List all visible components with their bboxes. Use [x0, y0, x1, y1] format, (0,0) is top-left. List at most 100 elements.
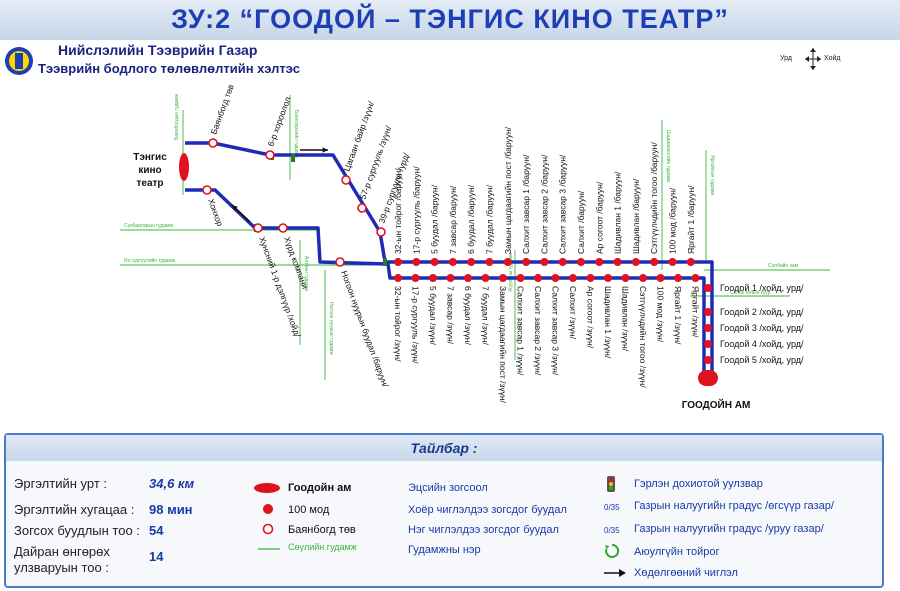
bus-stop-marker [621, 274, 630, 282]
bus-stop-marker [394, 258, 402, 266]
title-banner [0, 0, 900, 40]
bus-stop-marker [448, 258, 457, 266]
bus-stop-label: Хонхор [206, 197, 225, 228]
bus-stop-marker [704, 340, 712, 348]
street-name-label: Сэлбийн зам [768, 262, 799, 269]
legend-hollow-stop-label: Баянбогд төв [288, 524, 356, 536]
street-line-icon [258, 548, 280, 550]
bus-stop-marker [208, 138, 218, 148]
bus-stop-label: Салхит завсар 2 /баруун/ [539, 154, 549, 254]
bus-stop-label: Ар согоот /баруун/ [594, 181, 604, 254]
bus-stop-marker [551, 274, 560, 282]
red-stop-icon [263, 504, 273, 514]
roundabout-icon [605, 543, 620, 558]
street-name-label: Их сургуулийн гудамж [124, 257, 176, 264]
bus-stop-label: Гоодой 4 /хойд, урд/ [720, 339, 804, 349]
end-terminal-label: ГООДОЙН АМ [682, 398, 751, 411]
bus-stop-marker [516, 274, 525, 282]
route-length-value: 34,6 км [149, 476, 195, 491]
route-length-label: Эргэлтийн урт : [14, 476, 107, 491]
bus-stop-marker [202, 185, 212, 195]
bus-stop-marker [650, 258, 659, 266]
street-name-label: Сэлбэ голын гүүр [730, 290, 771, 296]
hollow-stop-icon [262, 523, 274, 535]
svg-text:0/35: 0/35 [604, 526, 620, 535]
bus-stop-marker [613, 258, 622, 266]
compass-east-label: Хойд [824, 55, 841, 62]
legend-street-desc: Гудамжны нэр [408, 544, 481, 556]
route-time-value: 98 мин [149, 502, 193, 517]
bus-stop-label: Сэтгүүлчдийн тогоо /зүүн/ [638, 286, 648, 388]
street-name-label: Шадивлангийн гудамж [665, 130, 672, 183]
legend-slope-up-desc: Газрын налуугийн градус /өгсүүр газар/ [634, 500, 834, 512]
org-department: Тээврийн бодлого төлөвлөлтийн хэлтэс [38, 61, 300, 76]
bus-stop-marker [394, 274, 402, 282]
slope-up-icon: 0/35 [604, 503, 620, 512]
bus-stop-label: 6 буудал /баруун/ [466, 184, 476, 254]
legend-panel: Тайлбар : Эргэлтийн урт : 34,6 км Эргэлт… [4, 433, 884, 588]
street-name-label: Ногоон нуурын гудамж [328, 302, 334, 355]
start-terminal-label: кино [138, 165, 161, 176]
legend-direction-desc: Хөдөлгөөний чиглэл [634, 567, 738, 579]
bus-stop-label: 7 завсар /баруун/ [448, 185, 458, 254]
bus-stop-marker [639, 274, 647, 282]
bus-stop-marker [569, 274, 577, 282]
legend-red-stop-label: 100 мод [288, 504, 330, 516]
bus-stop-label: Яргайт 1 /баруун/ [686, 185, 696, 254]
bus-stop-label: Салхит завсар 3 /зүүн/ [551, 286, 561, 376]
organization-logo-icon [5, 47, 33, 75]
street-name-label: Яргайтын гудамж [709, 155, 716, 196]
compass: Урд Хойд [778, 46, 848, 76]
direction-arrow-head [232, 205, 238, 211]
bus-stop-label: Ногоон нуурын буудал /баруун/ [339, 269, 391, 389]
bus-stop-label: 100 мод /зүүн/ [656, 286, 666, 343]
bus-stop-label: 6 буудал /зүүн/ [463, 286, 473, 345]
street-name-label: Алтаан гудамж [303, 256, 309, 291]
legend-slope-down-desc: Газрын налуугийн градус /уруу газар/ [634, 523, 824, 535]
bus-stop-marker [656, 274, 665, 282]
bus-stop-label: 5 буудал /баруун/ [430, 184, 440, 254]
slope-down-icon: 0/35 [604, 526, 620, 535]
bus-stop-marker [586, 274, 595, 282]
street-name-label: Жуулчны гудамж [508, 252, 514, 292]
bus-stop-label: 17-р сургууль /зүүн/ [411, 286, 421, 364]
page-title: ЗУ:2 “ГООДОЙ – ТЭНГИС КИНО ТЕАТР” [171, 4, 729, 34]
bus-stop-label: Салхит завсар 2 /зүүн/ [533, 286, 543, 376]
bus-stop-marker [485, 258, 494, 266]
bus-stop-label: Гоодой 3 /хойд, урд/ [720, 323, 804, 333]
bus-stop-marker [577, 258, 585, 266]
compass-arrows-icon [805, 48, 821, 70]
bus-stop-label: Замын цагдаагийн пост /баруун/ [503, 126, 513, 254]
intersection-count-value: 14 [149, 549, 164, 564]
terminal-icon [254, 483, 280, 493]
legend-one-way-desc: Нэг чиглэлдээ зогсдог буудал [408, 524, 559, 536]
bus-stop-marker [540, 258, 549, 266]
bus-stop-marker [686, 258, 695, 266]
traffic-light-icon [383, 258, 387, 266]
bus-stop-label: Сэтгүүлчдийн тогоо /баруун/ [649, 142, 659, 254]
bus-stop-marker [376, 227, 386, 237]
bus-stop-marker [534, 274, 542, 282]
bus-stop-label: Гоодой 2 /хойд, урд/ [720, 307, 804, 317]
bus-stop-marker [674, 274, 682, 282]
bus-stop-label: Салхит завсар 1 /зүүн/ [516, 286, 526, 376]
bus-stop-label: Яргайт 1 /зүүн/ [673, 286, 683, 345]
legend-terminal-desc: Эцсийн зогсоол [408, 482, 488, 494]
start-terminal-label: Тэнгис [133, 152, 167, 163]
stop-count-label: Зогсох буудлын тоо : [14, 523, 140, 538]
bus-stop-marker [464, 274, 472, 282]
stop-count-value: 54 [149, 523, 164, 538]
start-terminal-marker [179, 153, 189, 181]
bus-stop-label: Салхит /зүүн/ [568, 286, 578, 340]
legend-traffic-light-desc: Гэрлэн дохиотой уулзвар [634, 478, 763, 490]
bus-stop-marker [278, 223, 288, 233]
bus-stop-label: Шадивлан /зүүн/ [621, 286, 631, 352]
bus-stop-label: 32-ын тойрог /баруун/ [393, 168, 403, 254]
legend-title: Тайлбар : [6, 435, 882, 461]
bus-stop-label: 32-ын тойрог /зүүн/ [393, 286, 403, 362]
direction-arrow-icon [604, 569, 626, 577]
start-terminal-label: театр [136, 178, 163, 189]
bus-stop-label: 5 буудал /зүүн/ [428, 286, 438, 345]
bus-stop-label: 17-р сургууль /баруун/ [411, 166, 421, 254]
bus-stop-label: 7 буудал /зүүн/ [481, 286, 491, 345]
